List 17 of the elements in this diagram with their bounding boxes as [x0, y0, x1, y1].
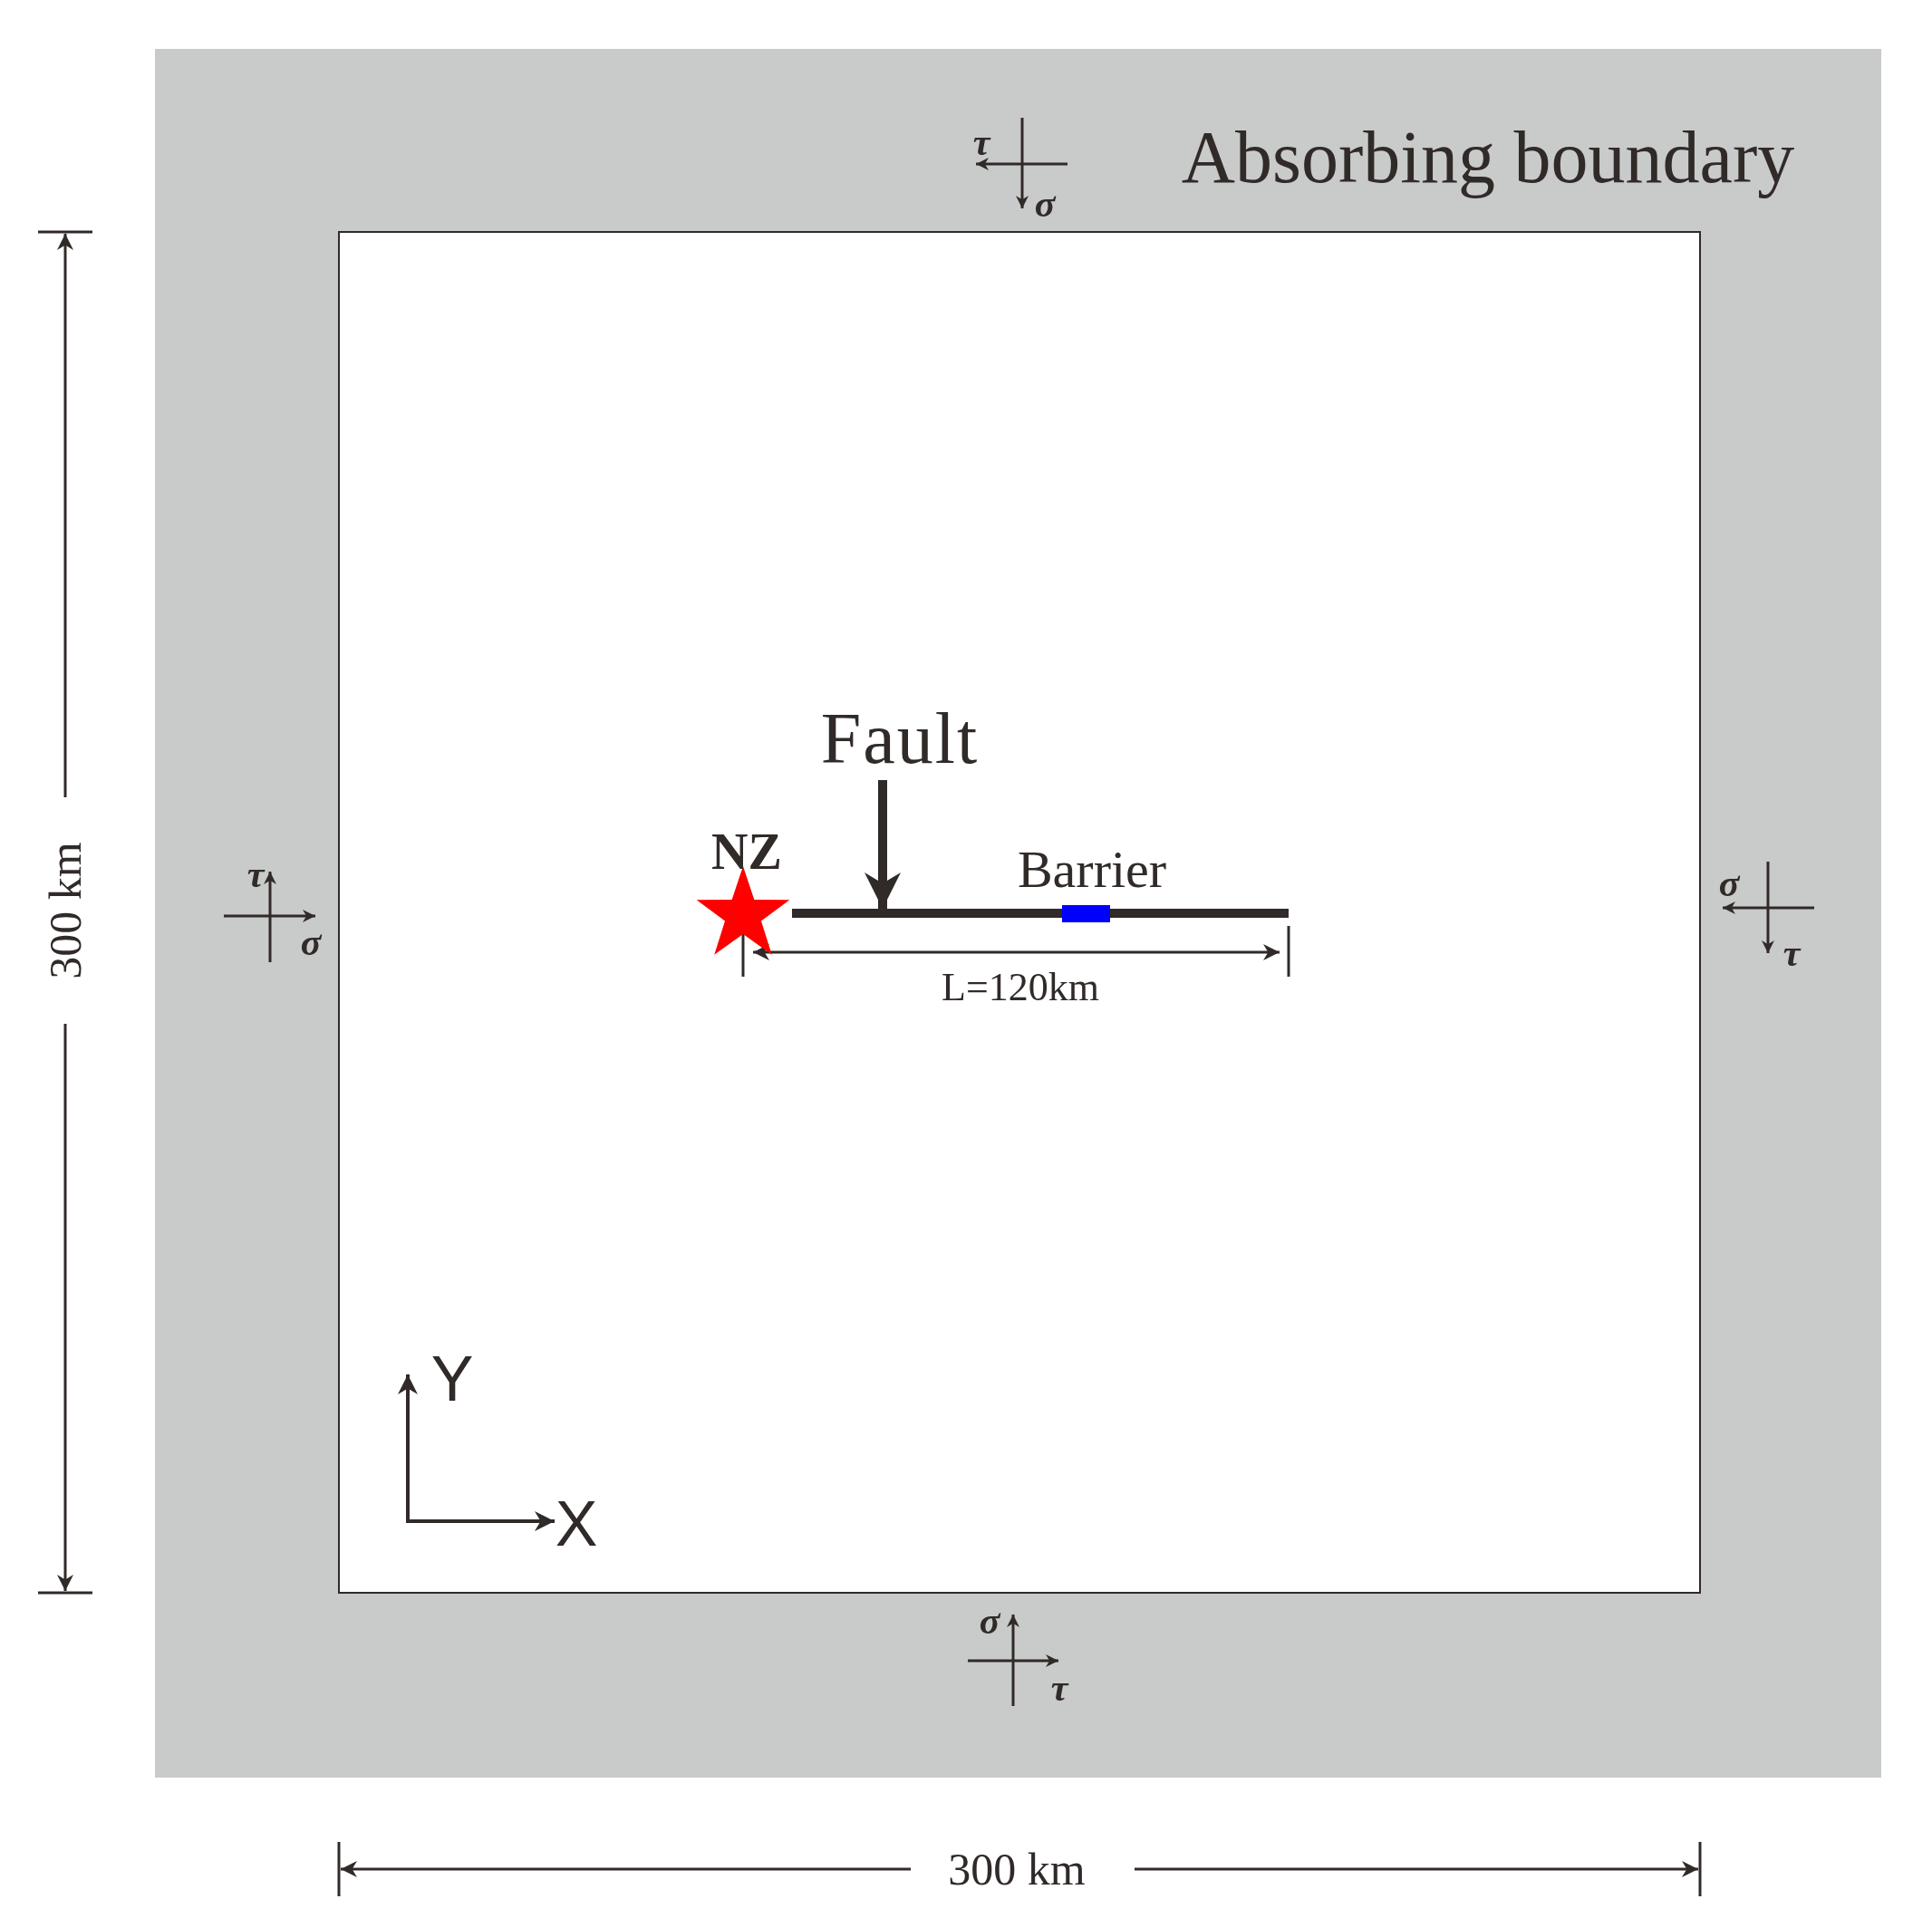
stress-symbol: σ — [1718, 864, 1740, 902]
stress-symbol: σ — [979, 1602, 1000, 1640]
part-label: Barrier — [1017, 844, 1167, 896]
stress-symbol: τ — [246, 855, 265, 893]
stress-symbol: σ — [300, 923, 322, 961]
axis-label: X — [555, 1492, 598, 1556]
stress-symbol: τ — [1782, 934, 1801, 972]
stress-symbol: σ — [1034, 185, 1056, 223]
fault-label: Fault — [820, 702, 980, 775]
dimension-label: 300 km — [948, 1846, 1086, 1892]
dimension-label: 300 km — [43, 842, 88, 979]
axis-label: Y — [430, 1347, 474, 1411]
arrow — [865, 780, 901, 909]
stress-symbol: τ — [972, 123, 990, 161]
part-label: NZ — [711, 826, 782, 877]
dimension-label: L=120km — [942, 968, 1099, 1007]
stress-symbol: τ — [1050, 1669, 1068, 1707]
